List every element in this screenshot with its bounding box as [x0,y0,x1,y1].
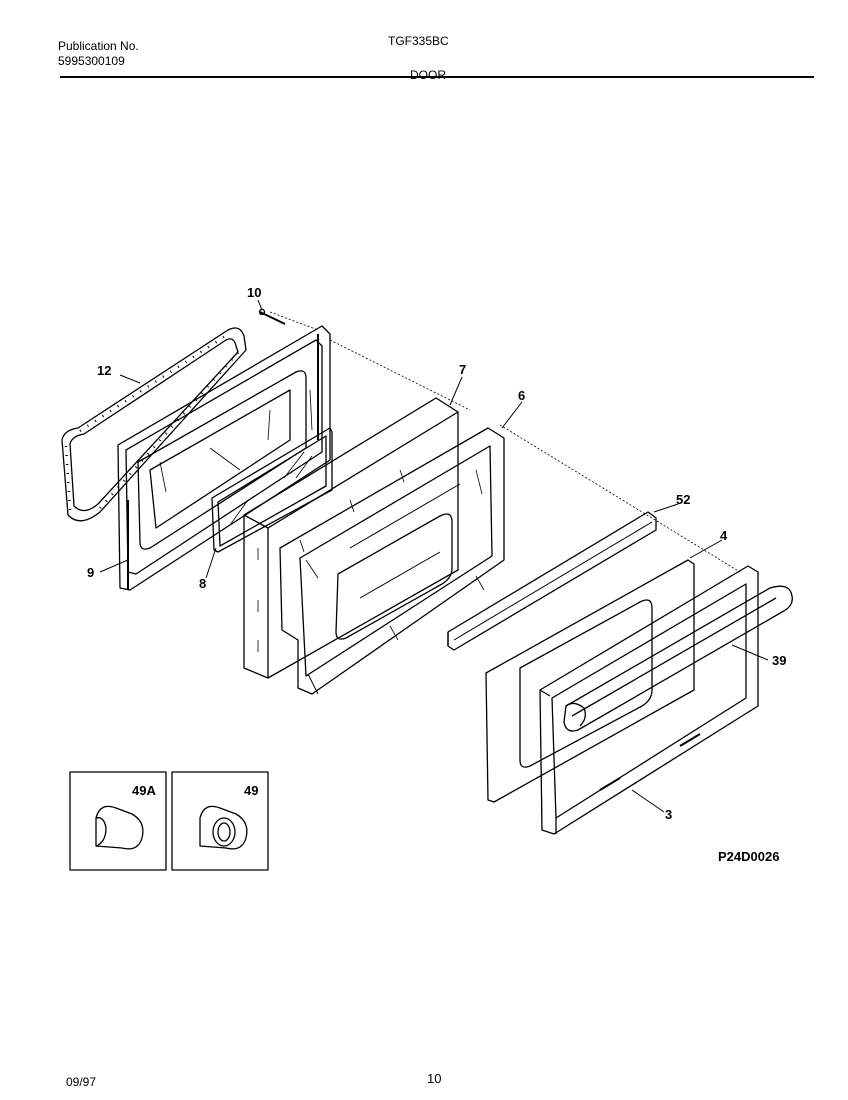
knob-part-49 [199,805,248,850]
inset-box-49a [69,771,167,871]
callout-6: 6 [518,388,525,403]
knob-part-49a [95,805,144,850]
callout-4: 4 [720,528,728,543]
publication-number: 5995300109 [58,54,125,68]
callout-10: 10 [247,285,261,300]
outer-glass-part-4 [485,559,695,803]
inner-door-panel-part-6 [279,427,505,695]
door-gasket-part-12 [61,327,247,522]
retainer-channel-part-52 [447,511,657,651]
callout-7: 7 [459,362,466,377]
diagram-code: P24D0026 [718,849,780,864]
callout-8: 8 [199,576,206,591]
header-rule [60,76,814,78]
door-handle-part-39 [563,585,793,732]
section-title: DOOR [410,68,446,82]
footer-page-number: 10 [427,1071,442,1086]
inset-label-49a: 49A [132,783,156,798]
publication-label: Publication No. [58,39,139,53]
model-number: TGF335BC [388,34,449,48]
inner-glass-part-8 [211,427,333,553]
callout-52: 52 [676,492,690,507]
door-liner-part-9 [117,325,331,591]
inset-box-49 [171,771,269,871]
outer-door-frame-part-3 [539,565,759,835]
callout-3: 3 [665,807,672,822]
callout-9: 9 [87,565,94,580]
inset-label-49: 49 [244,783,258,798]
callout-leaders [99,299,769,813]
footer-date: 09/97 [66,1075,97,1089]
callout-12: 12 [97,363,111,378]
insulation-part-7 [243,397,459,679]
assembly-guide-lines [269,311,741,573]
callout-39: 39 [772,653,786,668]
screw-part-10 [258,308,286,325]
